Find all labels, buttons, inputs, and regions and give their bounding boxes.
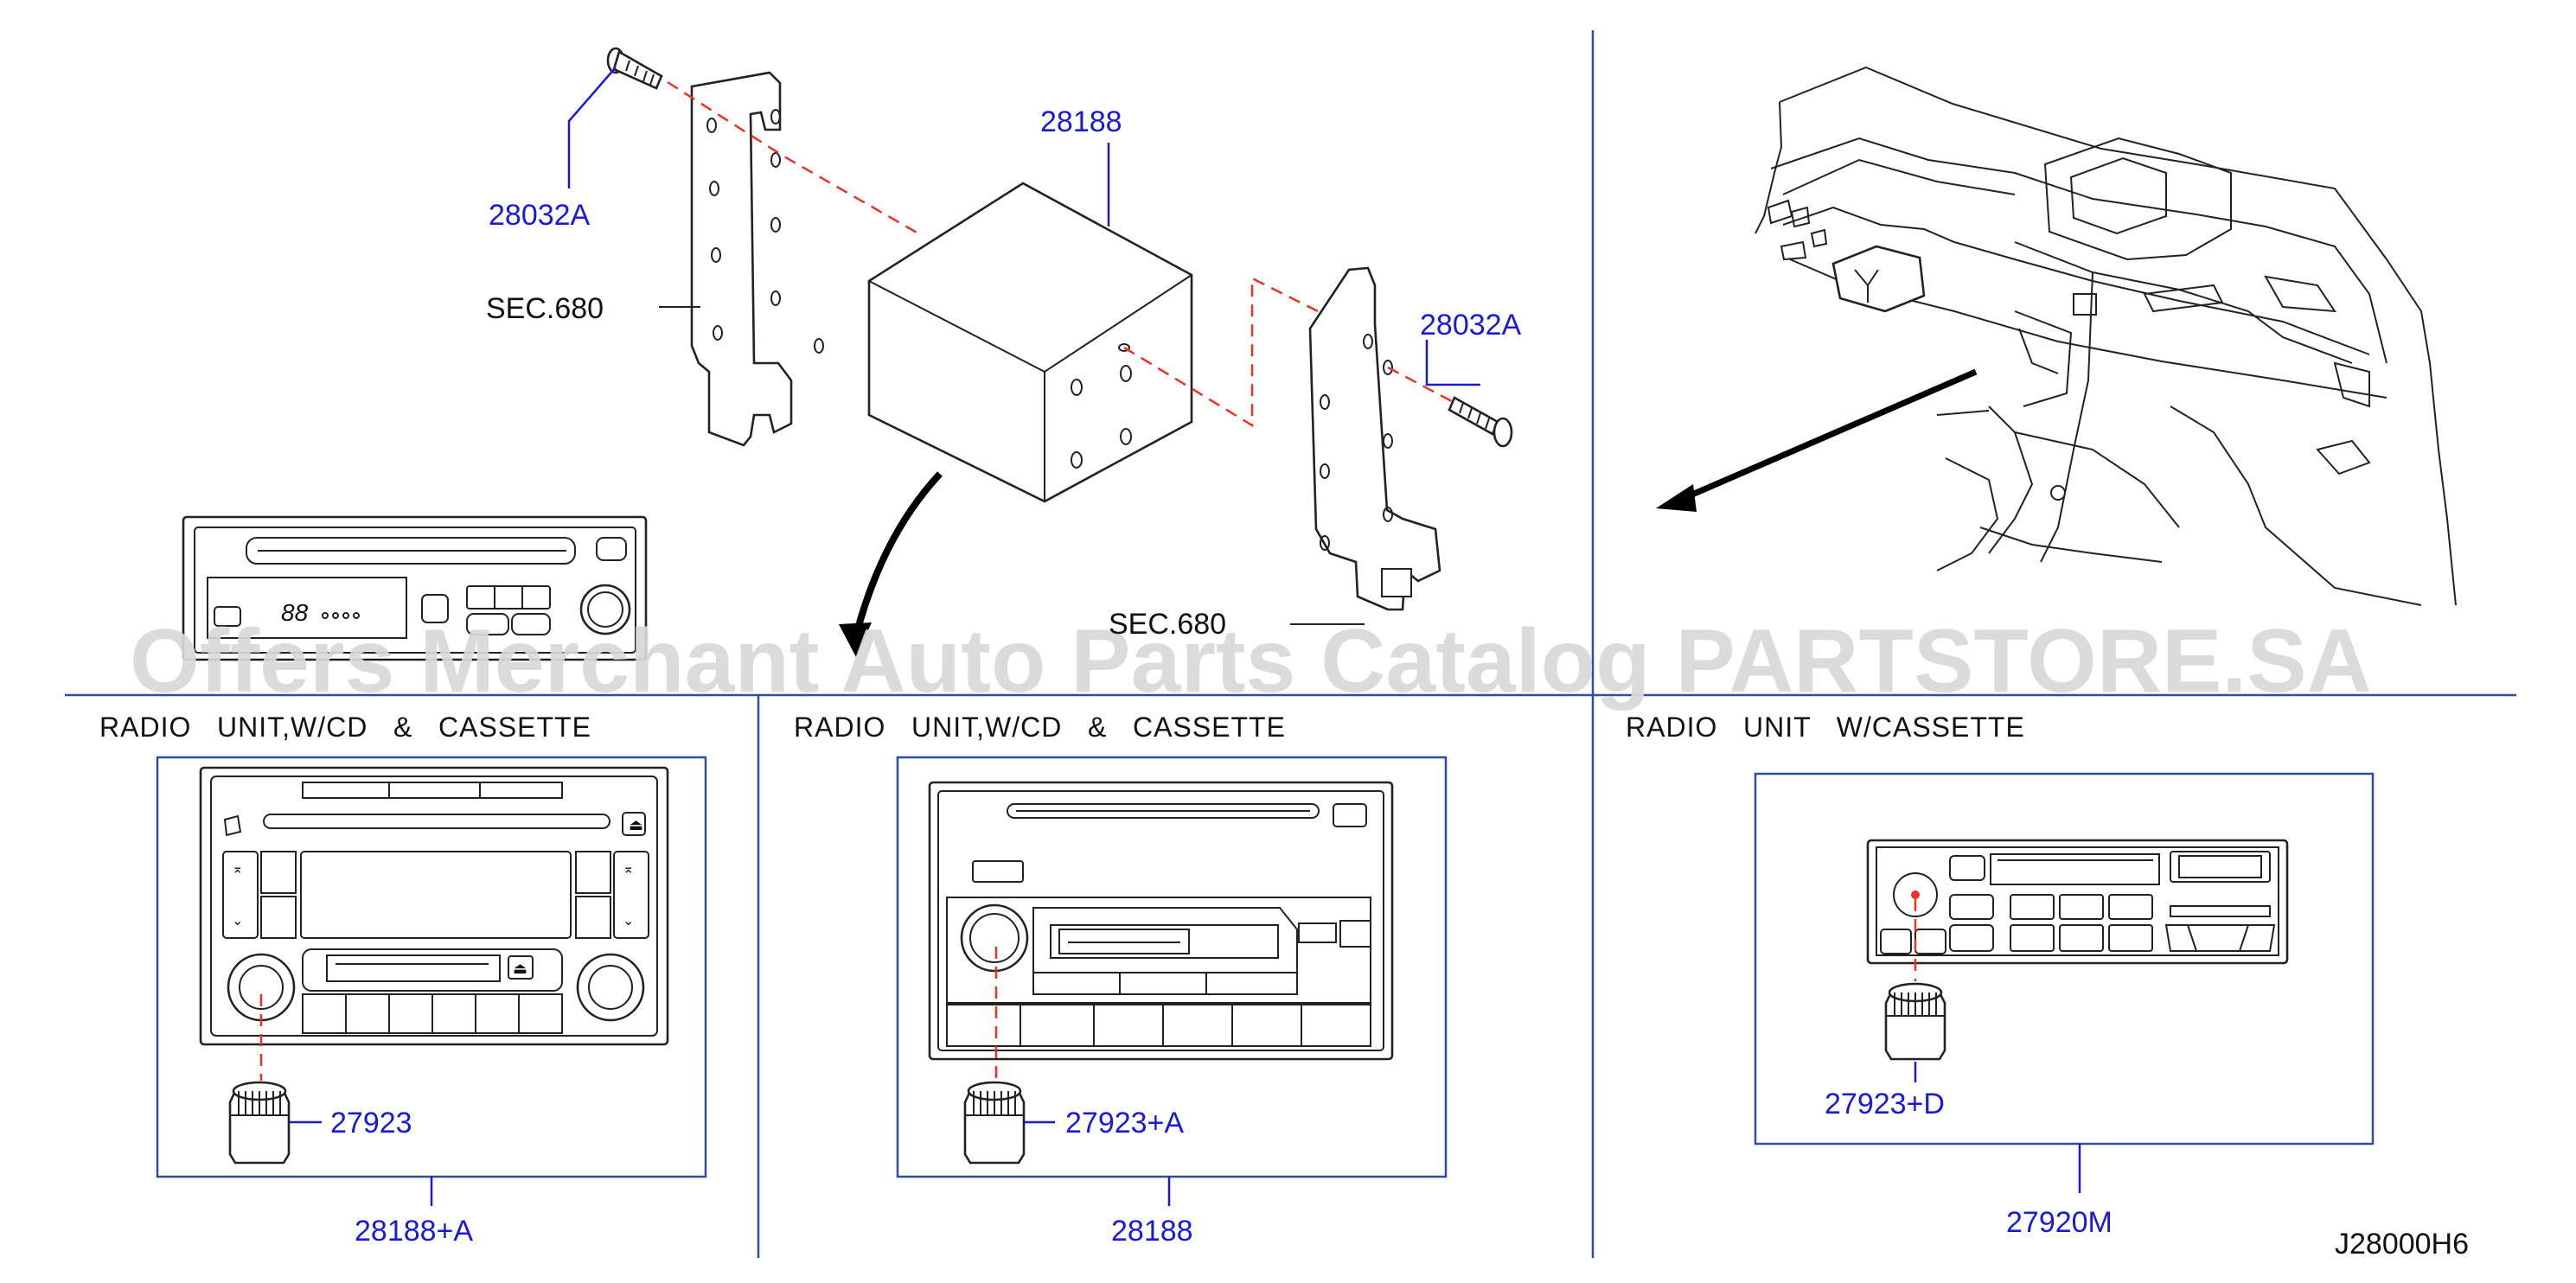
panel-1-radio-face: ⏏ ⌅ ⌄ ⌅ ⌄ ⏏ bbox=[199, 766, 669, 1046]
arrow-head-1 bbox=[839, 622, 872, 657]
bracket-left bbox=[690, 71, 793, 447]
panel-3-knob-number: 27923+D bbox=[1825, 1088, 1945, 1120]
svg-text:⌄: ⌄ bbox=[232, 914, 243, 929]
panel-1-knob-number: 27923 bbox=[330, 1107, 412, 1139]
callout-screw-right: 28032A bbox=[1420, 309, 1522, 341]
screw-right bbox=[1448, 396, 1513, 448]
panel-2-frame bbox=[896, 756, 1448, 1178]
panel-3 bbox=[1754, 772, 2375, 1193]
arrow-to-head-unit bbox=[853, 471, 943, 637]
panel-1-title: RADIO UNIT,W/CD & CASSETTE bbox=[99, 712, 591, 743]
svg-text:⏏: ⏏ bbox=[629, 816, 643, 833]
screw-left bbox=[606, 47, 663, 90]
leader-screw-left bbox=[567, 67, 617, 188]
panel-3-radio-face bbox=[1866, 839, 2289, 965]
svg-text:⌄: ⌄ bbox=[623, 914, 634, 929]
svg-text:⌅: ⌅ bbox=[623, 862, 634, 877]
dash-line-right-screw bbox=[1387, 366, 1462, 408]
dashboard-sketch bbox=[1656, 66, 2457, 606]
panel-3-unit-number: 27920M bbox=[2006, 1206, 2113, 1239]
callout-screw-left: 28032A bbox=[489, 199, 591, 232]
panel-2-knob bbox=[963, 1081, 1026, 1165]
bracket-right bbox=[1308, 266, 1441, 611]
panel-1-knob bbox=[228, 1081, 291, 1165]
arrow-to-dash bbox=[1684, 368, 1978, 501]
dash-line-left bbox=[667, 80, 919, 235]
arrow-head-2 bbox=[1656, 484, 1697, 512]
watermark: Offers Merchant Auto Parts Catalog PARTS… bbox=[130, 611, 2372, 712]
radio-unit-box bbox=[867, 182, 1193, 503]
panel-2-radio-face bbox=[928, 781, 1394, 1061]
bracket-right-holes bbox=[1320, 334, 1393, 551]
head-unit-display-glyphs: 88 bbox=[281, 599, 309, 626]
panel-2-knob-number: 27923+A bbox=[1065, 1107, 1184, 1139]
head-unit-front: 88 bbox=[182, 515, 648, 661]
callout-bracket-right: SEC.680 bbox=[1109, 608, 1226, 641]
panel-1: ⏏ ⌅ ⌄ ⌅ ⌄ ⏏ bbox=[156, 756, 707, 1206]
bracket-left-holes bbox=[706, 109, 824, 354]
panel-3-knob bbox=[1884, 982, 1946, 1061]
panel-2 bbox=[896, 756, 1448, 1206]
panel-3-title: RADIO UNIT W/CASSETTE bbox=[1626, 712, 2025, 743]
panel-1-unit-number: 28188+A bbox=[355, 1215, 473, 1248]
dash-line-right bbox=[1123, 276, 1333, 428]
panel-2-title: RADIO UNIT,W/CD & CASSETTE bbox=[794, 712, 1286, 743]
exploded-assembly bbox=[567, 47, 1513, 657]
callout-bracket-left: SEC.680 bbox=[486, 292, 604, 325]
leader-screw-right bbox=[1425, 340, 1480, 386]
svg-text:⏏: ⏏ bbox=[513, 960, 527, 977]
callout-radio-box: 28188 bbox=[1040, 105, 1122, 138]
diagram-code: J28000H6 bbox=[2335, 1228, 2469, 1261]
svg-text:⌅: ⌅ bbox=[232, 862, 243, 877]
panel-2-unit-number: 28188 bbox=[1111, 1215, 1193, 1248]
panel-3-frame bbox=[1754, 772, 2375, 1146]
